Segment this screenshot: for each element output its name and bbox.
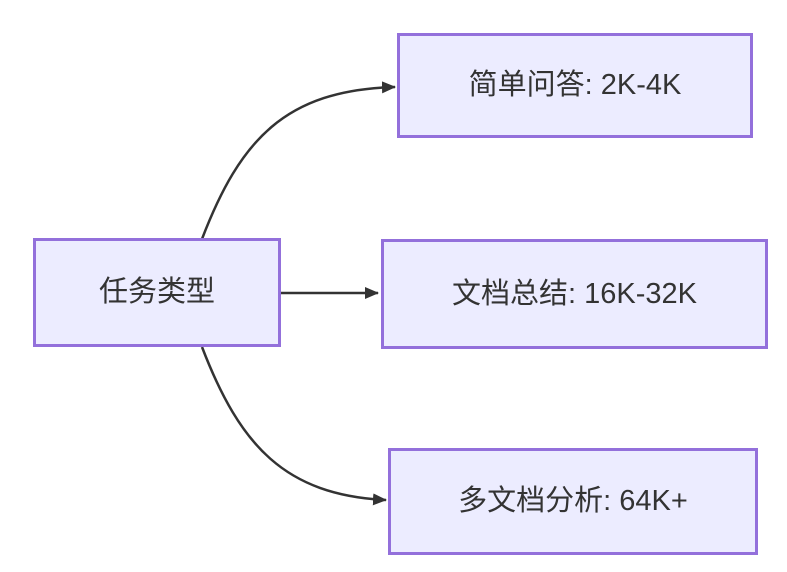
node-multi-doc-analysis: 多文档分析: 64K+ xyxy=(388,448,758,555)
node-multi-doc-analysis-label: 多文档分析: 64K+ xyxy=(458,485,688,518)
node-task-type: 任务类型 xyxy=(33,238,281,347)
edge-root-to-branch-0 xyxy=(200,81,396,240)
node-doc-summary-label: 文档总结: 16K-32K xyxy=(452,277,697,310)
node-doc-summary: 文档总结: 16K-32K xyxy=(381,239,768,349)
node-simple-qa: 简单问答: 2K-4K xyxy=(397,33,753,138)
edge-root-to-branch-2 xyxy=(200,346,387,506)
node-simple-qa-label: 简单问答: 2K-4K xyxy=(468,69,682,102)
node-task-type-label: 任务类型 xyxy=(98,276,215,309)
